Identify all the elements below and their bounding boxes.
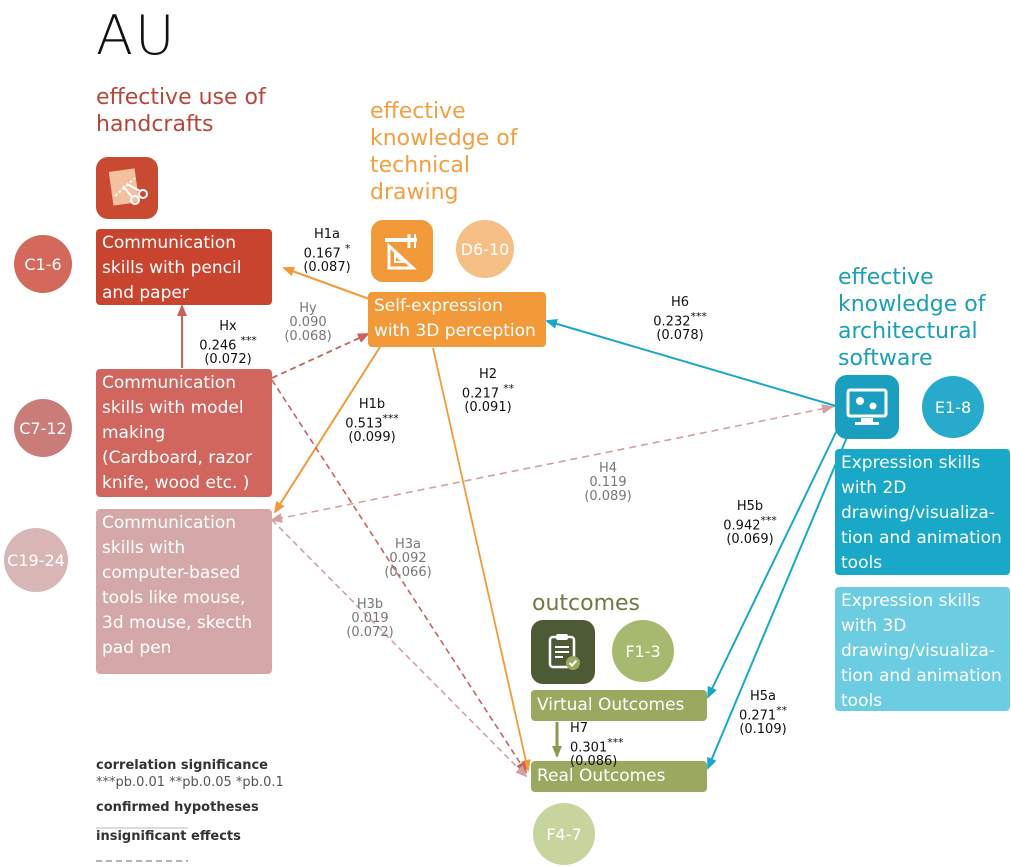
circle-f1-3: F1-3 bbox=[612, 620, 674, 682]
circle-c19-24: C19-24 bbox=[4, 528, 68, 592]
circle-c7-12: C7-12 bbox=[14, 399, 72, 457]
legend-confirmed: confirmed hypotheses bbox=[96, 800, 259, 815]
circle-c1-6: C1-6 bbox=[14, 235, 72, 293]
label-h5a: H5a 0.271** (0.109) bbox=[738, 689, 788, 738]
label-h3b: H3b 0.019 (0.072) bbox=[346, 597, 394, 640]
arrow-h3a bbox=[271, 379, 528, 774]
drafting-ruler-icon bbox=[371, 220, 433, 282]
label-h1a: H1a 0.167 * (0.087) bbox=[303, 227, 351, 276]
box-computer-tools: Communication skills with computer-based… bbox=[96, 509, 272, 674]
label-h1b: H1b 0.513*** (0.099) bbox=[345, 397, 399, 446]
box-3d-expression: Expression skills with 3D drawing/visual… bbox=[835, 587, 1010, 711]
box-2d-expression: Expression skills with 2D drawing/visual… bbox=[835, 449, 1010, 575]
box-virtual-outcomes: Virtual Outcomes bbox=[531, 690, 707, 721]
label-h3a: H3a 0.092 (0.066) bbox=[384, 537, 432, 580]
legend-significance-values: ***pb.0.01 **pb.0.05 *pb.0.1 bbox=[96, 775, 284, 790]
circle-d6-10: D6-10 bbox=[456, 220, 514, 278]
label-h7: H7 0.301*** (0.086) bbox=[570, 721, 624, 770]
label-hx: Hx 0.246 *** (0.072) bbox=[199, 319, 257, 368]
label-hy: Hy 0.090 (0.068) bbox=[284, 301, 332, 344]
label-h4: H4 0.119 (0.089) bbox=[584, 461, 632, 504]
circle-f4-7: F4-7 bbox=[533, 803, 595, 865]
computer-monitor-settings-icon bbox=[835, 375, 899, 439]
circle-e1-8: E1-8 bbox=[922, 376, 984, 438]
label-h2: H2 0.217 ** (0.091) bbox=[461, 367, 515, 416]
arrow-h3b bbox=[271, 519, 528, 778]
arrow-h6 bbox=[545, 319, 837, 407]
scissors-paper-icon bbox=[96, 157, 158, 219]
category-outcomes: outcomes bbox=[532, 591, 641, 616]
category-technical-drawing: effective knowledge of technical drawing bbox=[370, 99, 518, 205]
arrow-h5b bbox=[707, 427, 839, 699]
arrow-h2 bbox=[432, 347, 531, 772]
clipboard-check-icon bbox=[531, 620, 595, 684]
legend: correlation significance ***pb.0.01 **pb… bbox=[96, 758, 336, 844]
box-real-outcomes: Real Outcomes bbox=[531, 761, 707, 792]
label-h6: H6 0.232*** (0.078) bbox=[653, 295, 707, 344]
arrow-h1b bbox=[273, 346, 381, 514]
arrow-h1a bbox=[282, 266, 373, 301]
arrow-h5a bbox=[707, 429, 851, 770]
legend-insignificant: insignificant effects bbox=[96, 829, 241, 844]
box-self-expression: Self-expression with 3D perception bbox=[368, 292, 546, 347]
box-pencil-paper: Communication skills with pencil and pap… bbox=[96, 229, 272, 305]
category-architectural-software: effective knowledge of architectural sof… bbox=[838, 265, 986, 371]
label-h5b: H5b 0.942*** (0.069) bbox=[723, 499, 777, 548]
category-handcrafts: effective use of handcrafts bbox=[96, 85, 266, 137]
box-model-making: Communication skills with model making (… bbox=[96, 369, 272, 497]
arrow-hy bbox=[271, 333, 370, 379]
page-title: AU bbox=[96, 4, 177, 67]
legend-significance-title: correlation significance bbox=[96, 758, 268, 773]
